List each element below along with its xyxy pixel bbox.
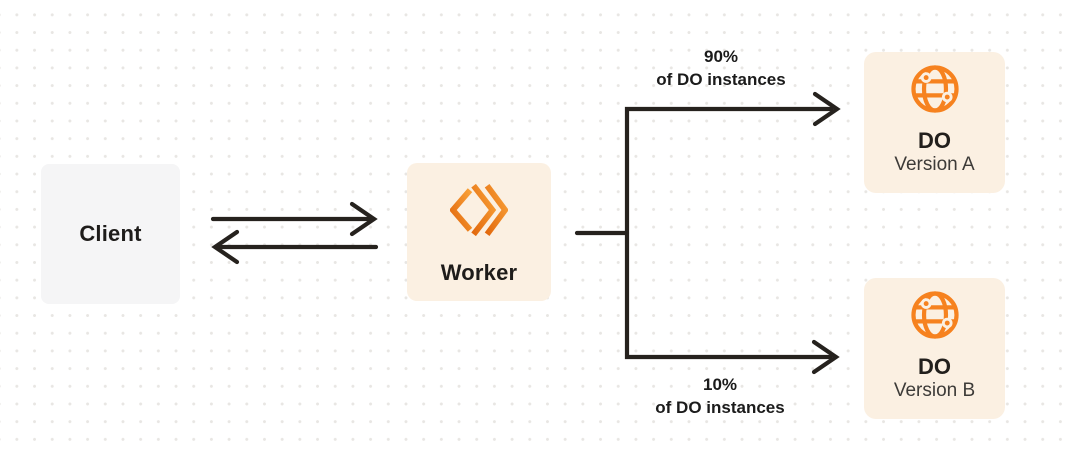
branch-label-10-percent: 10% of DO instances bbox=[610, 373, 830, 419]
branch-label-10-line2: of DO instances bbox=[655, 398, 785, 417]
branch-connector bbox=[574, 106, 834, 360]
arrow-to-do-version-b bbox=[811, 339, 840, 375]
do-version-a-node: DO Version A bbox=[864, 52, 1005, 193]
arrow-worker-to-client bbox=[211, 229, 379, 265]
cloudflare-workers-icon bbox=[449, 183, 509, 237]
client-node: Client bbox=[41, 164, 180, 304]
arrow-to-do-version-a bbox=[812, 91, 841, 127]
do-a-subtitle: Version A bbox=[894, 154, 975, 175]
do-b-title: DO bbox=[918, 354, 951, 379]
do-b-subtitle: Version B bbox=[893, 380, 976, 401]
durable-objects-globe-icon bbox=[908, 288, 962, 342]
branch-label-10-line1: 10% bbox=[702, 375, 738, 394]
worker-label: Worker bbox=[440, 260, 518, 285]
do-version-b-node: DO Version B bbox=[864, 278, 1005, 419]
durable-objects-globe-icon bbox=[908, 62, 962, 116]
do-a-title: DO bbox=[918, 128, 951, 153]
branch-label-90-line2: of DO instances bbox=[656, 70, 786, 89]
branch-label-90-percent: 90% of DO instances bbox=[611, 45, 831, 91]
client-label: Client bbox=[79, 221, 142, 246]
branch-label-90-line1: 90% bbox=[703, 47, 739, 66]
arrow-client-to-worker bbox=[210, 201, 378, 237]
worker-node: Worker bbox=[407, 163, 551, 301]
